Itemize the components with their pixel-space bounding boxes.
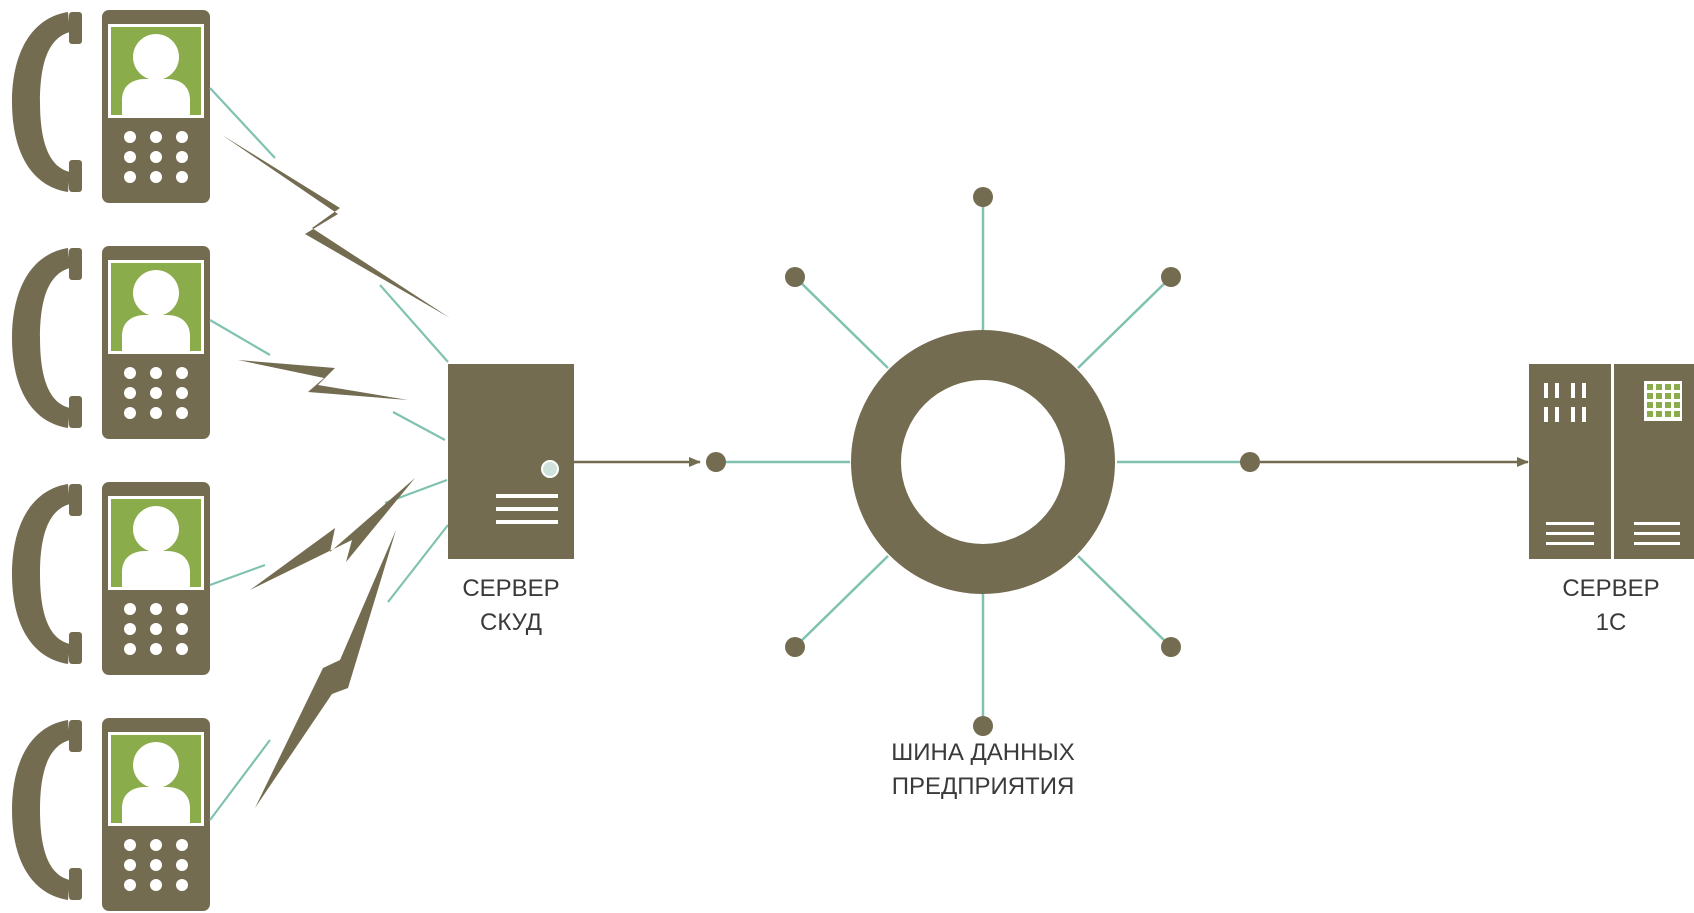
lightning-icon [250, 478, 415, 590]
skud-server-label-2: СКУД [480, 609, 542, 636]
link-line [209, 87, 276, 159]
data-bus: ШИНА ДАННЫХ ПРЕДПРИЯТИЯ [706, 187, 1260, 800]
server-1c: СЕРВЕР 1С [1529, 364, 1694, 636]
lightning-icon [238, 360, 408, 400]
tower-server-icon [448, 364, 574, 559]
link-line [379, 284, 449, 363]
bus-node [1161, 267, 1181, 287]
bus-nodes [706, 187, 1260, 736]
lightning-icon [255, 530, 396, 808]
bus-node [1240, 452, 1260, 472]
bus-spokes [716, 197, 1250, 726]
intercom-device-3 [12, 482, 210, 675]
skud-server-label-1: СЕРВЕР [462, 575, 559, 602]
bus-node [785, 637, 805, 657]
spoke-top-right [1077, 276, 1172, 369]
spoke-bottom-right [1077, 555, 1172, 648]
skud-server: СЕРВЕР СКУД [448, 364, 574, 636]
data-bus-label-2: ПРЕДПРИЯТИЯ [892, 773, 1075, 800]
wireless-links [209, 87, 449, 821]
link-line [209, 563, 266, 587]
link-line [387, 524, 449, 603]
power-led-icon [541, 460, 559, 478]
bus-node [785, 267, 805, 287]
spoke-bottom-left [794, 555, 889, 648]
ring-bus-icon [851, 330, 1115, 594]
bus-node [973, 716, 993, 736]
spoke-top-left [794, 276, 889, 369]
link-line [209, 739, 271, 821]
server-1c-label-1: СЕРВЕР [1562, 575, 1659, 602]
lightning-icon [222, 135, 450, 318]
intercom-device-1 [12, 10, 210, 203]
bus-node [973, 187, 993, 207]
intercom-device-4 [12, 718, 210, 911]
link-line [392, 411, 446, 441]
bus-node [1161, 637, 1181, 657]
server-1c-label-2: 1С [1596, 609, 1627, 636]
link-line [209, 319, 271, 356]
bus-node [706, 452, 726, 472]
intercom-device-2 [12, 246, 210, 439]
dual-server-icon [1529, 364, 1611, 559]
data-bus-label-1: ШИНА ДАННЫХ [891, 739, 1074, 766]
lightning-bolts [222, 135, 450, 808]
